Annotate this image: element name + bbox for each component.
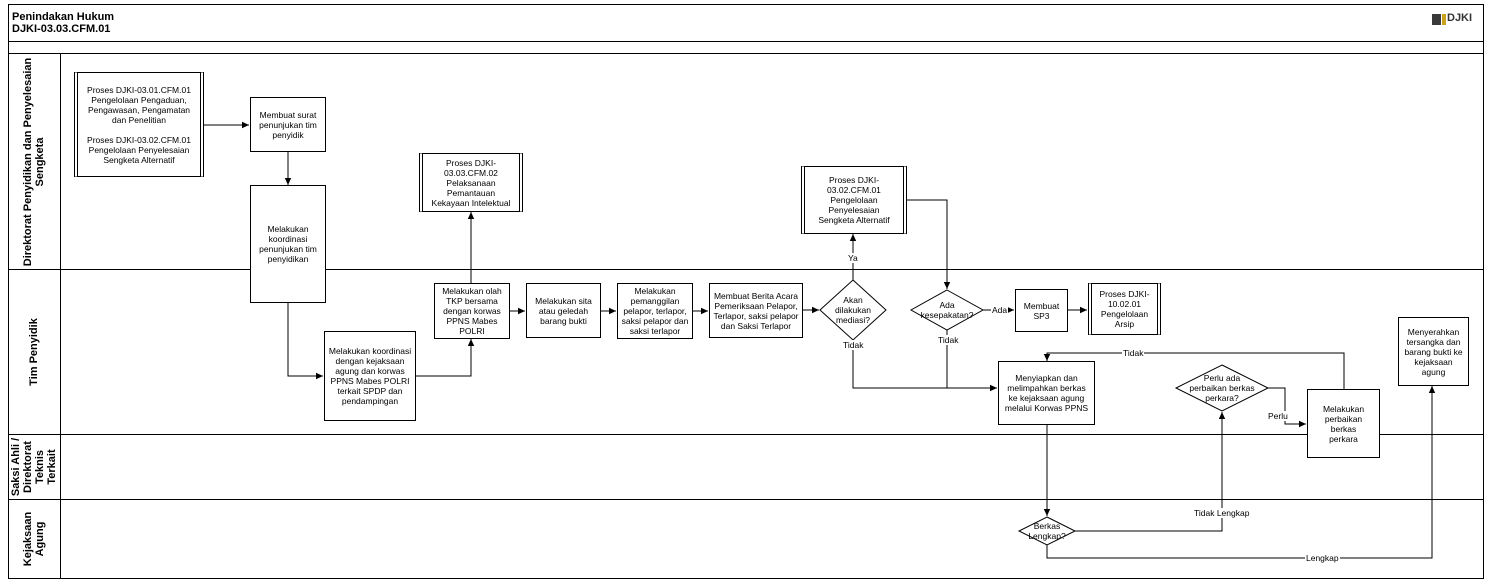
edge-label-perlu: Perlu <box>1267 411 1289 421</box>
edge-label-tidak-kesepakatan: Tidak <box>937 335 959 345</box>
subprocess-pengaduan-sengketa[interactable]: Proses DJKI-03.01.CFM.01 Pengelolaan Pen… <box>74 72 204 177</box>
lane-tim-penyidik: Tim Penyidik <box>8 270 60 434</box>
decision-perbaikan[interactable]: Perlu ada perbaikan berkas perkara? <box>1176 365 1268 411</box>
edge-label-tidak-perbaikan: Tidak <box>1122 348 1144 358</box>
edge-sengketa-kesepakatan <box>906 200 947 289</box>
edge-label-lengkap: Lengkap <box>1305 553 1340 563</box>
process-code: DJKI-03.03.CFM.01 <box>12 23 110 36</box>
decision-berkas-lengkap[interactable]: Berkas Lengkap? <box>1019 517 1075 545</box>
edge-label-tidak-lengkap: Tidak Lengkap <box>1193 508 1250 518</box>
step-melimpahkan-berkas[interactable]: Menyiapkan dan melimpahkan berkas ke kej… <box>998 361 1095 425</box>
step-menyerahkan-tersangka[interactable]: Menyerahkan tersangka dan barang bukti k… <box>1398 317 1469 386</box>
step-perbaikan-berkas[interactable]: Melakukan perbaikan berkas perkara <box>1307 389 1380 458</box>
step-membuat-sp3[interactable]: Membuat SP3 <box>1015 289 1068 332</box>
edge-mediasi-tidak <box>853 340 997 388</box>
decision-mediasi[interactable]: Akan dilakukan mediasi? <box>820 280 886 340</box>
lane-saksi-ahli: Saksi Ahli / Direktorat Teknis Terkait <box>8 435 60 499</box>
step-berita-acara[interactable]: Membuat Berita Acara Pemeriksaan Pelapor… <box>709 283 803 338</box>
decision-kesepakatan[interactable]: Ada kesepakatan? <box>911 290 983 330</box>
step-pemanggilan[interactable]: Melakukan pemanggilan pelapor, terlapor,… <box>617 283 693 339</box>
djki-logo: DJKI <box>1432 12 1466 30</box>
edge-koord1-koord2 <box>288 303 323 376</box>
step-olah-tkp[interactable]: Melakukan olah TKP bersama dengan korwas… <box>434 283 510 339</box>
lane-kejaksaan: Kejaksaan Agung <box>8 500 60 578</box>
step-sita-geledah[interactable]: Melakukan sita atau geledah barang bukti <box>526 283 601 338</box>
edge-koord2-tkp <box>415 339 471 376</box>
step-membuat-surat[interactable]: Membuat surat penunjukan tim penyidik <box>250 97 326 152</box>
step-koordinasi-kejaksaan[interactable]: Melakukan koordinasi dengan kejaksaan ag… <box>324 331 416 421</box>
step-koordinasi-penunjukan[interactable]: Melakukan koordinasi penunjukan tim peny… <box>250 185 326 303</box>
subprocess-pemantauan[interactable]: Proses DJKI- 03.03.CFM.02 Pelaksanaan Pe… <box>419 153 523 212</box>
subprocess-sengketa-alternatif[interactable]: Proses DJKI- 03.02.CFM.01 Pengelolaan Pe… <box>801 166 907 234</box>
edge-label-ada: Ada <box>991 305 1008 315</box>
edge-label-tidak-mediasi: Tidak <box>842 340 864 350</box>
subprocess-arsip[interactable]: Proses DJKI- 10.02.01 Pengelolaan Arsip <box>1088 283 1161 335</box>
lane-direktorat: Direktorat Penyidikan dan Penyelesaian S… <box>8 54 60 269</box>
edge-label-ya: Ya <box>847 253 859 263</box>
